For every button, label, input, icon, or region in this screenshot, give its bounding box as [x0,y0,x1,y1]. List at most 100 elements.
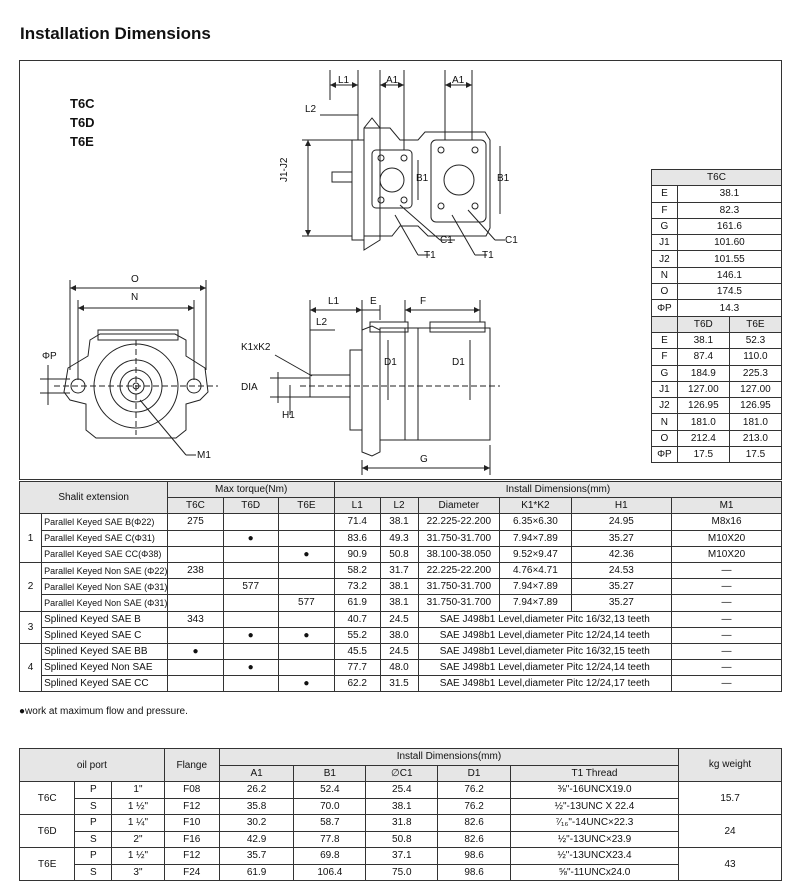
m1-value: — [671,594,782,612]
dim-param: ΦP [651,299,678,317]
dim-value: 38.1 [676,185,783,203]
c1-value: 50.8 [365,830,439,848]
dim-value: 161.6 [676,217,783,236]
torque-t6d [222,513,279,531]
dim-value: 101.55 [676,250,783,268]
side-view [270,300,500,475]
port-type: P [74,781,113,799]
l2-value: 24.5 [379,642,419,661]
shaft-subheader: H1 [570,497,673,515]
page-title: Installation Dimensions [20,24,211,43]
key-size-value: 6.35×6.30 [499,513,572,531]
m1-value: — [671,578,782,596]
thread-value: ½"-13UNC×23.9 [509,830,680,848]
l1-value: 45.5 [333,642,381,661]
d1-value: 76.2 [437,781,511,799]
torque-t6c: 238 [167,561,224,580]
port-model: T6C [18,781,76,815]
l1-value: 55.2 [333,626,381,644]
a1-value: 42.9 [218,830,295,848]
model-label-t6c: T6C [70,96,95,111]
port-subheader: T1 Thread [509,764,680,782]
torque-t6e [277,578,335,596]
h1-value: 35.27 [570,578,673,596]
dim-param: E [651,331,678,350]
m1-value: — [671,561,782,580]
h1-value: 35.27 [570,529,673,547]
l1-value: 73.2 [333,578,381,596]
a1-value: 30.2 [218,814,295,832]
diameter-value: 22.225-22.200 [417,513,501,531]
torque-t6d [222,675,279,693]
torque-t6e: ● [277,545,335,563]
torque-t6d [222,545,279,563]
shaft-name: Parallel Keyed SAE CC(Φ38) [41,545,169,563]
label-d1-2: D1 [452,357,465,368]
label-b1-2: B1 [497,173,510,184]
footnote: ●work at maximum flow and pressure. [19,706,188,717]
port-type: P [74,814,113,832]
flange-code: F12 [163,847,220,865]
header-port-install: Install Dimensions(mm) [218,748,680,766]
l2-value: 50.8 [379,545,419,563]
shaft-subheader: T6C [167,497,224,515]
group-number: 4 [18,642,43,693]
diameter-value: 31.750-31.700 [417,594,501,612]
dim-param: G [651,364,678,382]
label-g: G [420,454,428,465]
torque-t6c: ● [167,642,224,661]
dim-param: J2 [651,397,678,415]
flange-code: F24 [163,863,220,881]
dimension-arrowheads [70,82,490,471]
b1-value: 70.0 [293,797,367,815]
dim-param: G [651,217,678,236]
torque-t6e [277,659,335,677]
shaft-name: Splined Keyed SAE BB [41,642,169,661]
oil-port-table: oil port Flange Install Dimensions(mm) k… [18,748,782,881]
flange-code: F16 [163,830,220,848]
l2-value: 24.5 [379,610,419,628]
dim-value-t6d: 184.9 [676,364,730,382]
dim-param: N [651,413,678,431]
key-size-value: 7.94×7.89 [499,529,572,547]
h1-value: 42.36 [570,545,673,563]
l2-value: 38.1 [379,513,419,531]
shaft-name: Parallel Keyed Non SAE (Φ31) [41,578,169,596]
shaft-subheader: T6E [277,497,335,515]
m1-value: — [671,626,782,644]
shaft-extension-table: Shalit extension Max torque(Nm) Install … [18,480,783,693]
port-model: T6E [18,847,76,881]
torque-t6d [222,610,279,628]
port-size: 1 ¼" [111,814,165,832]
flange-code: F10 [163,814,220,832]
h1-value: 35.27 [570,594,673,612]
spline-spec: SAE J498b1 Level,diameter Pitc 12/24,14 … [417,626,673,644]
d1-value: 82.6 [437,814,511,832]
label-l1: L1 [338,75,350,86]
diameter-value: 38.100-38.050 [417,545,501,563]
dim-value-t6e: 126.95 [728,397,783,415]
dim-param: E [651,185,678,203]
torque-t6c [167,659,224,677]
dim-value: 174.5 [676,283,783,301]
label-phip: ΦP [42,351,57,362]
l2-value: 48.0 [379,659,419,677]
port-type: S [74,797,113,815]
d1-value: 82.6 [437,830,511,848]
torque-t6c: 343 [167,610,224,628]
c1-value: 37.1 [365,847,439,865]
